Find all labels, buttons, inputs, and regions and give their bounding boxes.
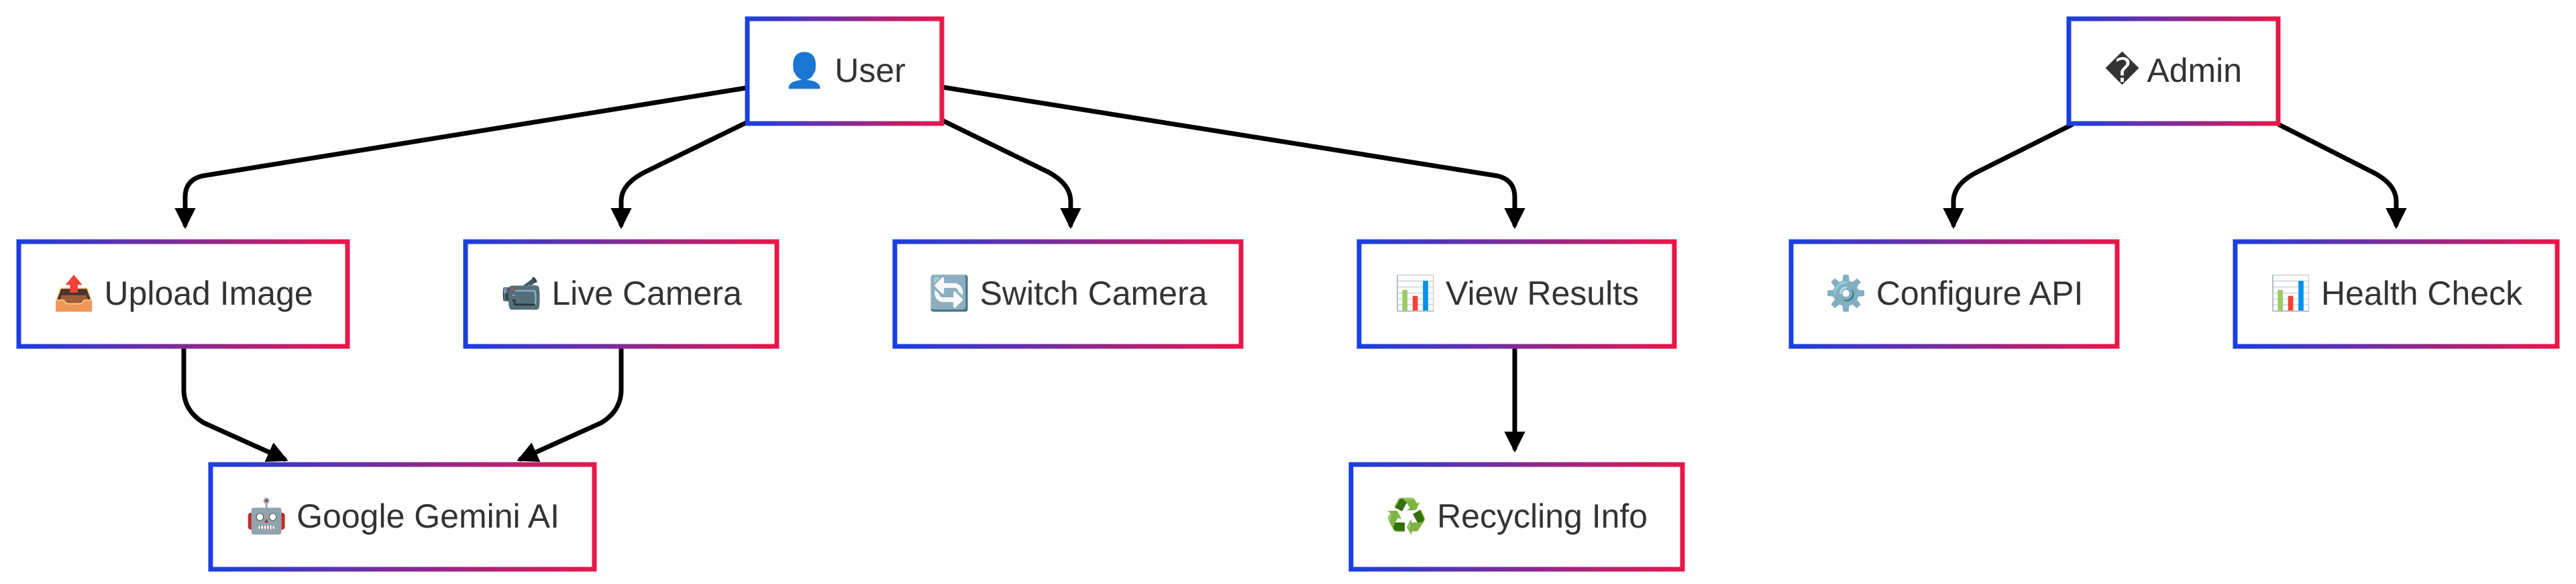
upload-icon: 📤 — [53, 274, 95, 312]
node-live-camera[interactable]: 📹 Live Camera — [463, 239, 780, 349]
node-label-user: 👤 User — [784, 51, 906, 89]
node-box — [208, 462, 597, 572]
edge-camera-gemini — [517, 346, 624, 463]
node-configure-api[interactable]: ⚙️ Configure API — [1788, 239, 2120, 349]
node-box — [463, 239, 780, 349]
recycle-icon: ♻️ — [1386, 497, 1428, 535]
node-switch-camera[interactable]: 🔄 Switch Camera — [892, 239, 1244, 349]
node-health-check[interactable]: 📊 Health Check — [2233, 239, 2560, 349]
edge-user-results — [941, 85, 1525, 230]
edge-user-upload — [174, 85, 753, 230]
node-user[interactable]: 👤 User — [745, 16, 945, 126]
edge-upload-gemini — [181, 346, 288, 463]
admin-icon: � — [2105, 51, 2139, 89]
node-view-results[interactable]: 📊 View Results — [1356, 239, 1677, 349]
bar-chart-icon: 📊 — [1395, 274, 1436, 312]
node-label-google-gemini-ai: 🤖 Google Gemini AI — [246, 497, 559, 535]
robot-icon: 🤖 — [246, 497, 287, 535]
node-box — [1356, 239, 1677, 349]
node-label-switch-camera: 🔄 Switch Camera — [928, 274, 1207, 312]
switch-icon: 🔄 — [928, 274, 970, 312]
node-label-recycling-info: ♻️ Recycling Info — [1386, 497, 1648, 535]
node-admin[interactable]: � Admin — [2066, 16, 2281, 126]
gear-icon: ⚙️ — [1825, 274, 1867, 312]
node-box — [2233, 239, 2560, 349]
node-box — [1348, 462, 1685, 572]
edge-user-switch — [941, 118, 1081, 230]
node-label-health-check: 📊 Health Check — [2270, 274, 2523, 312]
node-box — [1788, 239, 2120, 349]
node-box — [16, 239, 350, 349]
edges — [174, 85, 2407, 463]
edge-user-camera — [610, 118, 753, 230]
edge-admin-api — [1943, 122, 2074, 230]
node-label-view-results: 📊 View Results — [1395, 274, 1639, 312]
edge-admin-health — [2277, 122, 2407, 230]
node-google-gemini-ai[interactable]: 🤖 Google Gemini AI — [208, 462, 597, 572]
node-box — [2066, 16, 2281, 126]
node-box — [892, 239, 1244, 349]
node-box — [745, 16, 945, 126]
user-icon: 👤 — [784, 51, 825, 89]
video-camera-icon: 📹 — [500, 275, 542, 312]
node-label-admin: � Admin — [2105, 51, 2242, 89]
node-label-configure-api: ⚙️ Configure API — [1825, 274, 2084, 312]
node-label-upload-image: 📤 Upload Image — [53, 274, 313, 312]
node-upload-image[interactable]: 📤 Upload Image — [16, 239, 350, 349]
node-label-live-camera: 📹 Live Camera — [500, 275, 742, 312]
bar-chart-icon: 📊 — [2270, 274, 2312, 312]
node-recycling-info[interactable]: ♻️ Recycling Info — [1348, 462, 1685, 572]
